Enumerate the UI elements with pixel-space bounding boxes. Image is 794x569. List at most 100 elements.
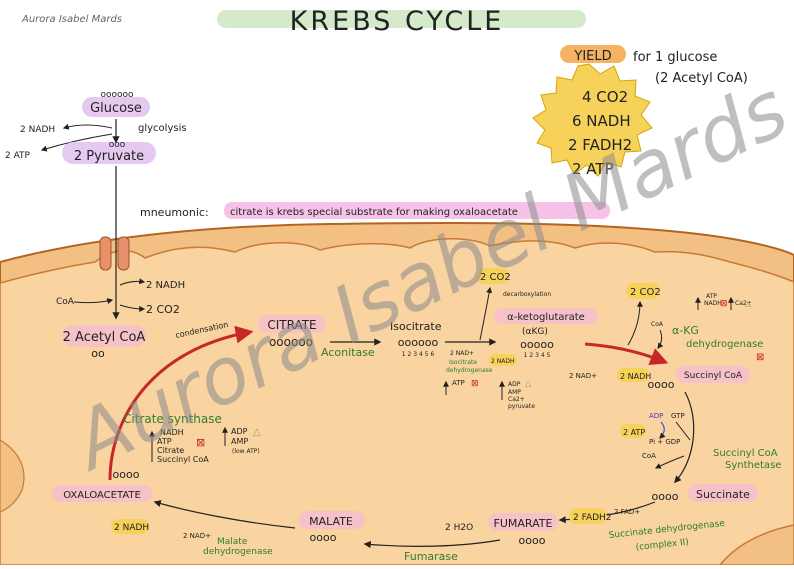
akgdh-nadh-highlight [617,368,649,382]
akgdh-name-1: α-KG [672,324,699,337]
scs-arrow [674,391,695,484]
glucose-highlight [82,97,150,117]
aconitase-label: Aconitase [321,346,375,359]
idh-name-2: dehydrogenase [446,367,493,374]
scs-name-2: Synthetase [725,460,781,471]
akg-coa: CoA [651,321,664,328]
idh-atp-inhibit: ⊠ [471,379,479,389]
akgdh-arrow [584,342,669,366]
fumarase-arrow [363,539,501,549]
cs-activator-adp: ADP [231,427,248,436]
idh-nadh-highlight [489,354,517,366]
akg-numbers: 1 2 3 4 5 [524,352,551,359]
akg-co2-highlight [626,283,660,299]
akg-inhibitor-nadh: NADH [704,300,722,307]
idh-activator-amp: AMP [508,389,521,396]
succinyl-coa-dots: oooo [648,378,675,391]
cs-inhibitor-atp: ATP [157,437,172,446]
page-title: KREBS CYCLE [290,6,505,37]
akg-coa-arrow [657,329,664,349]
cs-inhibitor-mark: ⊠ [196,436,205,449]
acetyl-coa-label: 2 Acetyl CoA [63,330,146,345]
idh-atp: ATP [452,379,465,387]
citrate-highlight [258,315,326,333]
akg-node: α-ketoglutarate (αKG) ooooo 1 2 3 4 5 [494,308,598,359]
cs-activator-amp: AMP [231,437,248,446]
yield-item-fadh2: 2 FADH2 [568,136,632,154]
oxaloacetate-dots: oooo [113,468,140,481]
acetyl-coa-highlight [62,325,146,347]
isocitrate-numbers: 1 2 3 4 5 6 [402,351,435,358]
idh-nad: 2 NAD+ [450,350,474,357]
link-nadh-arrow [119,278,146,286]
glycolysis-nadh-arrow [62,123,113,130]
scs-name-1: Succinyl CoA [713,448,778,459]
fumarate-highlight [488,513,558,531]
malate-node: MALATE oooo [299,511,365,544]
pyruvate-label: 2 Pyruvate [74,149,144,164]
cs-inhibitor-citrate: Citrate [157,446,184,455]
cs-inhibitor-nadh: NADH [160,428,184,437]
yield-item-nadh: 6 NADH [572,112,631,130]
scs-pi: Pi + GDP [649,438,680,446]
fumarate-node: FUMARATE oooo [488,513,558,547]
malate-label: MALATE [309,515,353,528]
scs-coa-arrow [654,455,685,469]
yield-label: YIELD [573,49,611,64]
oxaloacetate-node: oooo OXALOACETATE [52,468,152,502]
akgdh-name-2: dehydrogenase [686,339,763,350]
mdh-nadh: 2 NADH [114,523,149,533]
glycolysis-atp-arrow [40,133,113,152]
mdh-nad: 2 NAD+ [183,532,211,540]
akg-highlight [494,308,598,324]
yield-label-bg [560,45,626,63]
mdh-nadh-highlight [111,519,149,534]
citrate-node: CITRATE oooooo [258,315,326,349]
condensation-arrow [108,325,254,481]
akgdh-inhibit-mark: ⊠ [756,352,764,363]
glycolysis-section: oooooo Glucose 2 NADH glycolysis 2 ATP o… [5,90,187,320]
mnemonic-text: citrate is krebs special substrate for m… [230,207,518,218]
succinate-label: Succinate [696,488,750,501]
decarb-co2-highlight [477,268,509,284]
signature: Aurora Isabel Mards [21,14,122,25]
glucose-label: Glucose [90,101,142,116]
akg-inhibitor-atp: ATP [706,293,717,300]
link-coa-arrow [73,298,114,305]
cs-activator-note: (low ATP) [232,448,260,455]
cristae-left [0,439,25,513]
akg-activator-mark: △ [745,299,752,308]
yield-item-co2: 4 CO2 [582,88,628,106]
akgdh-nadh: 2 NADH [620,372,651,381]
akgdh-nad: 2 NAD+ [569,372,597,380]
glycolysis-nadh: 2 NADH [20,125,55,135]
link-nadh: 2 NADH [146,280,185,291]
succinyl-coa-label: Succinyl CoA [684,371,743,381]
acetyl-coa-node: 2 Acetyl CoA oo [62,325,146,360]
sdh-fad: 2 FAD+ [614,508,640,516]
sdh-fadh2-highlight [569,508,607,524]
scs-atp-highlight [620,424,646,438]
akg-abbr: (αKG) [522,327,548,337]
sun-burst [532,63,653,177]
isocitrate-node: Isocitrate oooooo 1 2 3 4 5 6 [390,320,442,358]
malate-highlight [299,511,365,529]
malate-dots: oooo [310,531,337,544]
succinate-node: oooo Succinate [652,484,758,503]
idh-nadh: 2 NADH [491,358,514,365]
title-bar [217,10,586,28]
isocitrate-dots: oooooo [398,336,439,349]
decarb-co2: 2 CO2 [480,272,511,283]
idh-activator-ca: Ca2+ [508,396,525,403]
yield-sun: YIELD for 1 glucose (2 Acetyl CoA) 4 CO2… [532,45,748,178]
mdh-name-2: dehydrogenase [203,547,273,557]
oxaloacetate-label: OXALOACETATE [63,490,141,501]
yield-subtitle: (2 Acetyl CoA) [655,71,748,86]
succinate-highlight [688,484,758,502]
link-reaction: 2 NADH CoA 2 CO2 [56,278,185,316]
yield-item-atp: 2 ATP [572,160,614,178]
succinyl-coa-highlight [676,366,750,383]
isocitrate-label: Isocitrate [390,320,442,333]
